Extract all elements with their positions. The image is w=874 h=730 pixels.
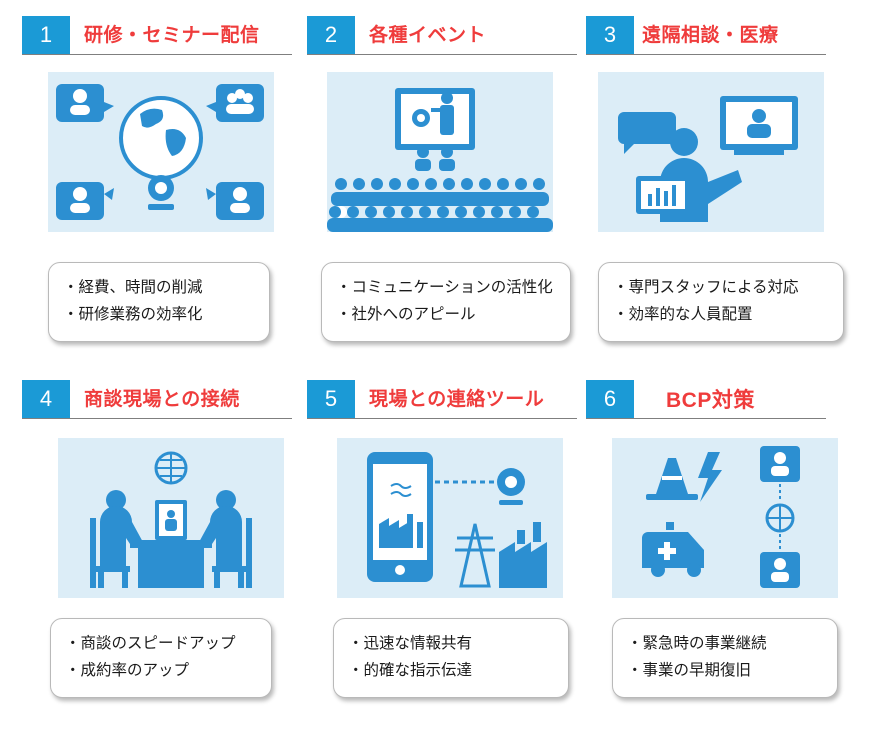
card-title: 研修・セミナー配信	[84, 24, 260, 46]
benefit-item: ・緊急時の事業継続	[627, 634, 767, 652]
card-title: BCP対策	[666, 389, 755, 412]
title-underline	[586, 54, 826, 55]
card-title: 各種イベント	[369, 24, 487, 46]
title-underline	[307, 418, 577, 419]
event-presentation-illustration	[327, 72, 553, 232]
card-title: 遠隔相談・医療	[642, 24, 779, 46]
card-title: 現場との連絡ツール	[369, 388, 545, 410]
card-title: 商談現場との接続	[84, 388, 240, 410]
benefit-item: ・経費、時間の削減	[63, 278, 203, 296]
benefit-item: ・効率的な人員配置	[613, 305, 753, 323]
benefit-box: ・迅速な情報共有 ・的確な指示伝達	[333, 618, 569, 698]
benefit-item: ・成約率のアップ	[65, 661, 190, 679]
benefit-item: ・迅速な情報共有	[348, 634, 473, 652]
benefit-item: ・社外へのアピール	[336, 305, 476, 323]
webinar-illustration	[48, 72, 274, 232]
card-number-badge: 2	[307, 16, 355, 54]
card-bcp-measures: 6 BCP対策 ・緊急時の事業継続 ・	[586, 380, 856, 730]
title-underline	[22, 418, 292, 419]
card-number-badge: 5	[307, 380, 355, 418]
benefit-item: ・事業の早期復旧	[627, 661, 752, 679]
card-events: 2 各種イベント	[307, 16, 577, 366]
card-number-badge: 6	[586, 380, 634, 418]
title-underline	[586, 418, 826, 419]
benefit-item: ・研修業務の効率化	[63, 305, 203, 323]
smartphone-factory-illustration	[337, 438, 563, 598]
benefit-item: ・コミュニケーションの活性化	[336, 278, 553, 296]
card-sales-site-connection: 4 商談現場との接続	[22, 380, 292, 730]
benefit-item: ・商談のスピードアップ	[65, 634, 236, 652]
emergency-bcp-illustration	[612, 438, 838, 598]
card-number-badge: 3	[586, 16, 634, 54]
card-number-badge: 1	[22, 16, 70, 54]
card-site-communication-tool: 5 現場との連絡ツール ・迅速な情報共有 ・的確な指示伝達	[307, 380, 577, 730]
benefit-box: ・緊急時の事業継続 ・事業の早期復旧	[612, 618, 838, 698]
benefit-item: ・専門スタッフによる対応	[613, 278, 799, 296]
card-remote-consultation: 3 遠隔相談・医療 ・専門スタッフによる対応 ・効率的な人員配置	[586, 16, 856, 366]
benefit-box: ・専門スタッフによる対応 ・効率的な人員配置	[598, 262, 844, 342]
remote-consultation-illustration	[598, 72, 824, 232]
card-training-seminar: 1 研修・セミナー配信	[22, 16, 292, 366]
benefit-box: ・コミュニケーションの活性化 ・社外へのアピール	[321, 262, 571, 342]
business-meeting-illustration	[58, 438, 284, 598]
benefit-box: ・商談のスピードアップ ・成約率のアップ	[50, 618, 272, 698]
title-underline	[22, 54, 292, 55]
benefit-box: ・経費、時間の削減 ・研修業務の効率化	[48, 262, 270, 342]
title-underline	[307, 54, 577, 55]
benefit-item: ・的確な指示伝達	[348, 661, 473, 679]
card-number-badge: 4	[22, 380, 70, 418]
